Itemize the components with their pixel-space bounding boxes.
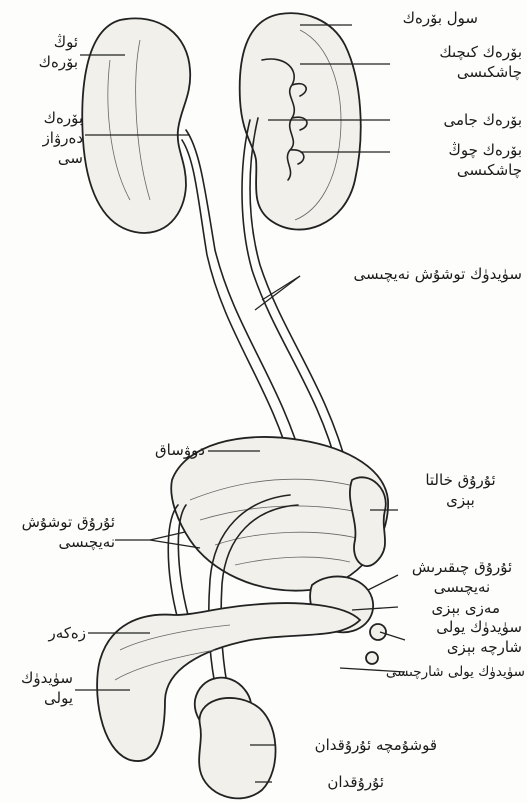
label-vas-deferens-line1: ئۇرۇق توشۇش	[3, 512, 115, 532]
label-minor-calyx-line2: چاشكىسى	[392, 62, 522, 82]
label-seminal-vesicle-line2: بېزى	[398, 490, 523, 510]
label-ureter: سۈيدۈك توشۇش نەيچىسى	[302, 264, 522, 284]
label-major-calyx-line2: چاشكىسى	[392, 160, 522, 180]
label-penis: زەكەر	[10, 623, 86, 643]
label-epididymis: قوشۇمچە ئۇرۇقدان	[277, 735, 437, 755]
label-major-calyx: بۆرەك چوڭ چاشكىسى	[392, 140, 522, 180]
label-ejaculatory-duct-line2: نەيچىسى	[400, 577, 524, 597]
label-ejaculatory-duct-line1: ئۇرۇق چىقىرىش	[400, 557, 524, 577]
label-urethra-line2: يولى	[5, 688, 73, 708]
label-seminal-vesicle: ئۇرۇق خالتا بېزى	[398, 470, 523, 510]
label-kidney-hilum: بۆرەك دەرۋاز سى	[5, 108, 83, 168]
label-kidney-hilum-line3: سى	[5, 148, 83, 168]
label-seminal-vesicle-line1: ئۇرۇق خالتا	[398, 470, 523, 490]
label-left-kidney: ئوڭ بۆرەك	[5, 32, 78, 72]
label-bulbourethral-gland: سۈيدۈك يولى شارچىسى	[340, 662, 525, 682]
label-renal-pelvis: بۆرەك جامى	[392, 110, 522, 130]
label-major-calyx-line1: بۆرەك چوڭ	[392, 140, 522, 160]
label-testis: ئۇرۇقدان	[274, 772, 384, 792]
label-minor-calyx-line1: بۆرەك كىچىك	[392, 42, 522, 62]
seminal-vesicle-shape	[350, 477, 386, 566]
testis-shape	[199, 698, 275, 798]
bulbourethral-gland-shape	[370, 624, 386, 640]
label-ejaculatory-duct: ئۇرۇق چىقىرىش نەيچىسى	[400, 557, 524, 597]
label-minor-calyx: بۆرەك كىچىك چاشكىسى	[392, 42, 522, 82]
label-bladder: دوۋساق	[135, 440, 205, 460]
label-urethra-gland-line1: سۈيدۈك يولى	[405, 617, 522, 637]
label-urethra-gland-line2: شارچە بېزى	[405, 637, 522, 657]
label-urethra-line1: سۈيدۈك	[5, 668, 73, 688]
kidney-left-shape	[82, 18, 190, 233]
label-urethra-gland: سۈيدۈك يولى شارچە بېزى	[405, 617, 522, 657]
label-renal-cortex: سول بۆرەك	[353, 8, 478, 28]
label-kidney-hilum-line1: بۆرەك	[5, 108, 83, 128]
label-prostate: مەزى بېزى	[400, 598, 500, 618]
label-vas-deferens-line2: نەيچىسى	[3, 532, 115, 552]
label-left-kidney-line2: بۆرەك	[5, 52, 78, 72]
label-kidney-hilum-line2: دەرۋاز	[5, 128, 83, 148]
label-left-kidney-line1: ئوڭ	[5, 32, 78, 52]
label-urethra: سۈيدۈك يولى	[5, 668, 73, 708]
label-vas-deferens: ئۇرۇق توشۇش نەيچىسى	[3, 512, 115, 552]
